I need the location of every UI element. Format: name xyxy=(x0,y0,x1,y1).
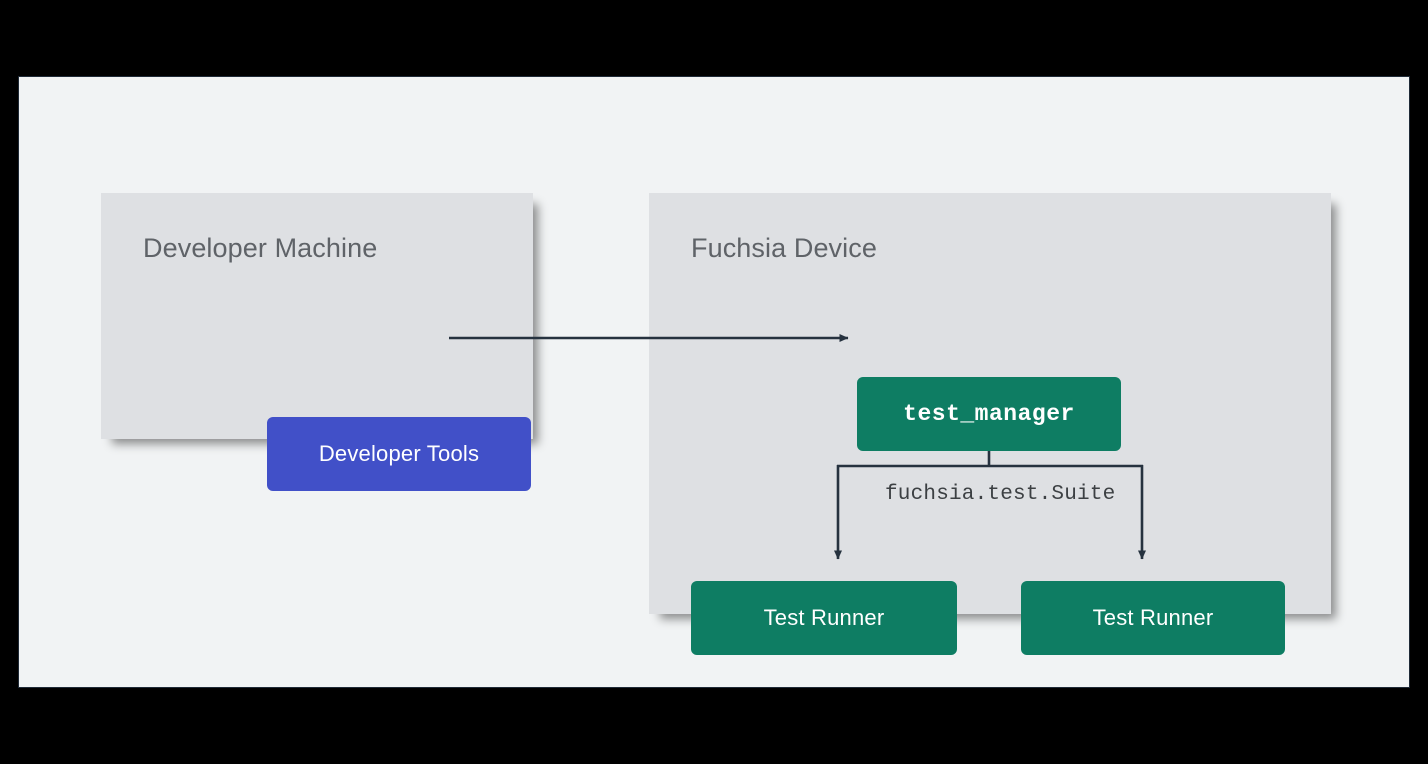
node-test-runner-1[interactable]: Test Runner xyxy=(691,581,957,655)
node-developer-tools[interactable]: Developer Tools xyxy=(267,417,531,491)
node-test-runner-2[interactable]: Test Runner xyxy=(1021,581,1285,655)
node-developer-tools-label: Developer Tools xyxy=(318,441,480,466)
panel-fuchsia-device: Fuchsia Device test_manager Test Runner … xyxy=(649,193,1331,655)
edge-label-fuchsia-test-suite: fuchsia.test.Suite xyxy=(885,483,1116,506)
diagram-canvas: Developer Machine Developer Tools Fuchsi… xyxy=(18,76,1410,688)
node-test-runner-2-label: Test Runner xyxy=(1092,605,1214,630)
node-test-manager-label: test_manager xyxy=(903,401,1075,427)
panel-title-fuchsia-device: Fuchsia Device xyxy=(691,233,877,263)
panel-title-developer-machine: Developer Machine xyxy=(143,233,378,263)
node-test-runner-1-label: Test Runner xyxy=(763,605,885,630)
panel-developer-machine: Developer Machine Developer Tools xyxy=(101,193,533,491)
node-test-manager[interactable]: test_manager xyxy=(857,377,1121,451)
